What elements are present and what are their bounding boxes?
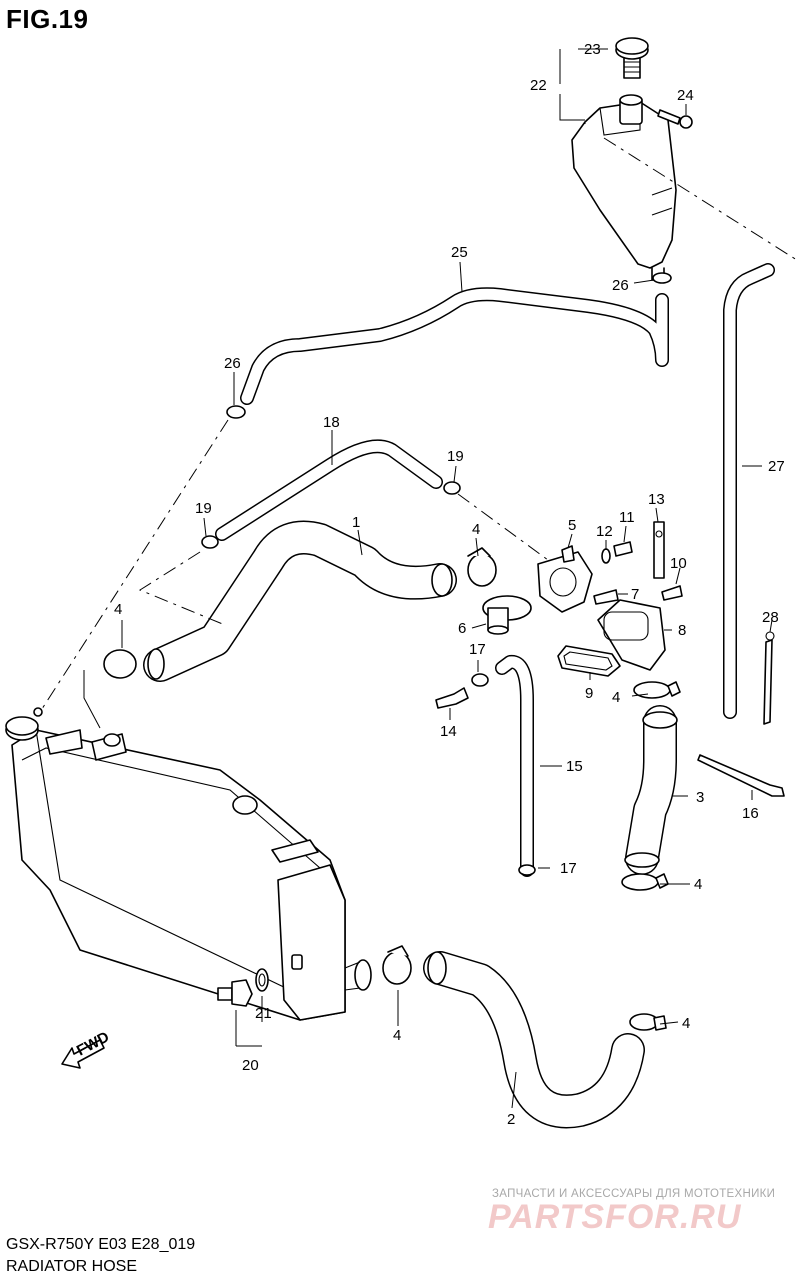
callout-6: 6 xyxy=(458,620,466,637)
callout-8: 8 xyxy=(678,622,686,639)
fan-switch[interactable] xyxy=(217,979,253,1007)
cable-tie-28[interactable] xyxy=(763,631,775,725)
callout-1: 1 xyxy=(352,514,360,531)
watermark-logo: PARTSFOR.RU xyxy=(488,1198,742,1236)
callout-2: 2 xyxy=(507,1111,515,1128)
callout-14: 14 xyxy=(440,723,457,740)
callout-23: 23 xyxy=(584,41,601,58)
figure-name: RADIATOR HOSE xyxy=(6,1258,137,1275)
figure-title: FIG.19 xyxy=(6,4,89,34)
radiator-cap[interactable] xyxy=(5,707,43,741)
callout-4-bottom-right: 4 xyxy=(682,1015,690,1032)
clamp-4-bottom-left[interactable] xyxy=(382,945,412,985)
drain-hose[interactable] xyxy=(723,263,775,719)
callout-17-top: 17 xyxy=(469,641,486,658)
callout-24: 24 xyxy=(677,87,694,104)
bolt-5[interactable] xyxy=(561,545,575,563)
callout-4-mid: 4 xyxy=(694,876,702,893)
cable-tie-16[interactable] xyxy=(697,754,785,797)
callout-18: 18 xyxy=(323,414,340,431)
bolt-11[interactable] xyxy=(613,541,633,557)
thermostat[interactable] xyxy=(482,595,532,635)
radiator[interactable] xyxy=(11,729,372,1021)
clamp-4-top[interactable] xyxy=(467,547,497,587)
callout-19-right: 19 xyxy=(447,448,464,465)
washer-12[interactable] xyxy=(601,548,611,564)
model-code: GSX-R750Y E03 E28_019 xyxy=(6,1236,196,1253)
connection-line xyxy=(457,493,549,561)
callout-13: 13 xyxy=(648,491,665,508)
thermostat-cover[interactable] xyxy=(537,551,593,613)
callout-27: 27 xyxy=(768,458,785,475)
callout-26-top: 26 xyxy=(612,277,629,294)
callout-26-left: 26 xyxy=(224,355,241,372)
fwd-arrow-icon: FWD xyxy=(61,1028,112,1069)
clip-26-left[interactable] xyxy=(226,405,246,419)
callout-4-left: 4 xyxy=(114,601,122,618)
callout-21: 21 xyxy=(255,1005,272,1022)
tank-cap[interactable] xyxy=(615,37,649,79)
clip-17-top[interactable] xyxy=(471,673,489,687)
callout-4-top: 4 xyxy=(472,521,480,538)
clamp-4-left[interactable] xyxy=(103,649,137,679)
callout-4-bottom-left: 4 xyxy=(393,1027,401,1044)
callout-7: 7 xyxy=(631,586,639,603)
callout-25: 25 xyxy=(451,244,468,261)
thermostat-case[interactable] xyxy=(597,599,666,671)
overflow-hose[interactable] xyxy=(240,287,669,405)
clamp-4-mid[interactable] xyxy=(621,873,669,891)
bolt-7[interactable] xyxy=(593,589,619,605)
gasket-washer[interactable] xyxy=(255,968,269,992)
bracket-13[interactable] xyxy=(653,521,665,579)
fwd-label: FWD xyxy=(74,1028,112,1059)
bolt-14[interactable] xyxy=(435,687,469,709)
inlet-hose[interactable] xyxy=(143,520,457,682)
connection-line xyxy=(603,137,800,263)
callout-3: 3 xyxy=(696,789,704,806)
tank-bolt[interactable] xyxy=(657,109,693,129)
callout-15: 15 xyxy=(566,758,583,775)
leader-lines xyxy=(83,48,773,1109)
o-ring-gasket[interactable] xyxy=(557,645,621,677)
reserve-tank[interactable] xyxy=(571,94,677,281)
outlet-hose-lower[interactable] xyxy=(423,951,645,1129)
clip-19-right[interactable] xyxy=(443,481,461,495)
water-pipe-hose[interactable] xyxy=(495,655,534,877)
callout-28: 28 xyxy=(762,609,779,626)
callout-19-left: 19 xyxy=(195,500,212,517)
bolt-10[interactable] xyxy=(661,585,683,601)
clamp-4-bottom-right[interactable] xyxy=(629,1013,667,1031)
callout-9: 9 xyxy=(585,685,593,702)
clip-19-left[interactable] xyxy=(201,535,219,549)
clip-17-bottom[interactable] xyxy=(518,864,536,876)
watermark-tagline: ЗАПЧАСТИ И АКСЕССУАРЫ ДЛЯ МОТОТЕХНИКИ xyxy=(492,1188,776,1200)
callout-16: 16 xyxy=(742,805,759,822)
callout-20: 20 xyxy=(242,1057,259,1074)
callout-5: 5 xyxy=(568,517,576,534)
callout-12: 12 xyxy=(596,523,613,540)
outlet-hose-upper[interactable] xyxy=(624,705,678,875)
clip-26-top[interactable] xyxy=(652,272,672,284)
callout-22: 22 xyxy=(530,77,547,94)
callout-11: 11 xyxy=(619,509,635,526)
callout-4-right: 4 xyxy=(612,689,620,706)
callout-10: 10 xyxy=(670,555,687,572)
bypass-hose[interactable] xyxy=(215,439,443,541)
connection-line xyxy=(138,551,226,626)
callout-17-bottom: 17 xyxy=(560,860,577,877)
clamp-4-right[interactable] xyxy=(633,681,681,699)
